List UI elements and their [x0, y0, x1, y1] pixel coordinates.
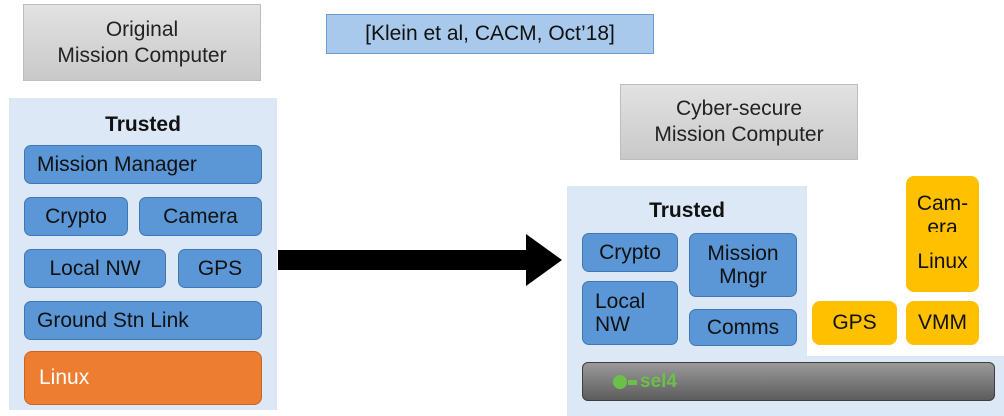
original-trusted-label: Trusted — [105, 113, 181, 136]
secure-title-line2: Mission Computer — [654, 123, 824, 146]
ground-stn-link-box: Ground Stn Link — [24, 301, 262, 340]
secure-local-nw-line1: Local — [595, 290, 646, 313]
secure-local-nw-line2: NW — [595, 313, 630, 336]
citation-label: [Klein et al, CACM, Oct’18] — [365, 22, 615, 45]
ground-stn-link-label: Ground Stn Link — [37, 309, 189, 332]
crypto-label: Crypto — [45, 205, 107, 228]
secure-title-line1: Cyber-secure — [675, 97, 803, 120]
local-nw-box: Local NW — [24, 249, 166, 288]
original-title-line2: Mission Computer — [57, 43, 227, 67]
comms-box: Comms — [689, 309, 797, 346]
sel4-logo: sel4 — [613, 371, 677, 393]
sel4-logo-text: sel4 — [640, 371, 677, 392]
camera-box: Camera — [139, 197, 262, 236]
mission-mngr-line1: Mission — [707, 242, 779, 265]
linux-vm-label: Linux — [917, 250, 968, 273]
linux-vm-box: Linux — [906, 232, 979, 292]
camera-label: Camera — [163, 205, 238, 228]
secure-trusted-label: Trusted — [649, 199, 725, 222]
local-nw-label: Local NW — [49, 257, 141, 280]
gps-component-box: GPS — [812, 301, 897, 345]
sel4-key-icon — [613, 375, 627, 389]
original-title-line1: Original — [105, 17, 179, 41]
comms-label: Comms — [706, 316, 780, 339]
linux-label: Linux — [39, 366, 90, 389]
mission-mngr-line2: Mngr — [719, 265, 767, 288]
camera-vm-line1: Cam- — [916, 192, 969, 215]
mission-manager-label: Mission Manager — [37, 153, 197, 176]
secure-crypto-label: Crypto — [599, 241, 661, 264]
arrow-shape — [278, 234, 562, 286]
crypto-box: Crypto — [24, 197, 128, 236]
citation-box: [Klein et al, CACM, Oct’18] — [326, 14, 654, 54]
gps-label: GPS — [197, 257, 243, 280]
transform-arrow — [278, 234, 562, 286]
gps-box: GPS — [178, 249, 262, 288]
sel4-kernel-bar: sel4 — [582, 362, 995, 401]
gps-component-label: GPS — [832, 311, 877, 334]
original-title-box: Original Mission Computer — [23, 4, 261, 81]
mission-manager-box: Mission Manager — [24, 145, 262, 184]
secure-crypto-box: Crypto — [582, 233, 678, 272]
secure-local-nw-box: Local NW — [582, 281, 678, 345]
secure-title-box: Cyber-secure Mission Computer — [620, 84, 858, 160]
sel4-key-stem — [628, 379, 637, 385]
linux-box: Linux — [24, 351, 262, 405]
mission-mngr-box: Mission Mngr — [689, 233, 797, 297]
vmm-box: VMM — [906, 301, 979, 345]
vmm-label: VMM — [918, 311, 967, 334]
